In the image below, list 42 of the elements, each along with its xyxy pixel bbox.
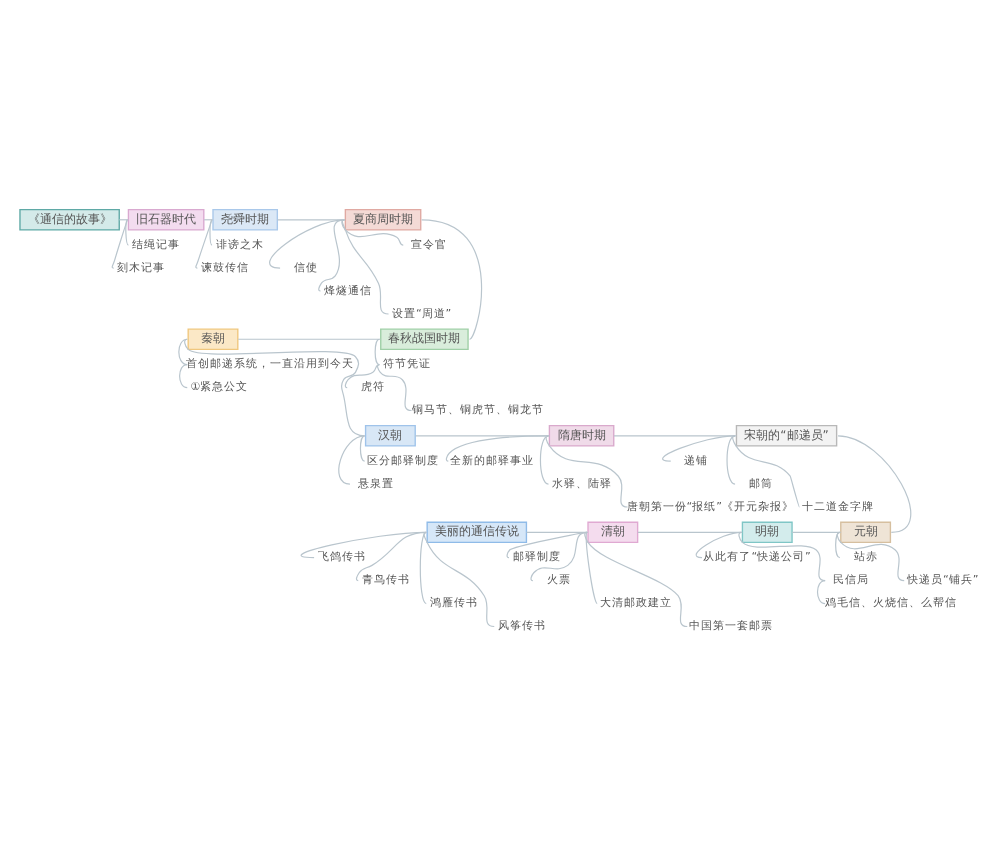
connector <box>376 363 413 412</box>
connector <box>237 338 381 340</box>
connector <box>195 219 213 269</box>
connector <box>374 338 380 366</box>
connector <box>203 219 214 221</box>
connector <box>662 435 736 462</box>
connector <box>835 531 841 559</box>
connector <box>613 435 737 437</box>
connector <box>318 219 346 292</box>
connector <box>359 435 366 462</box>
connector <box>125 219 130 246</box>
connector <box>355 531 427 582</box>
connector <box>414 435 550 437</box>
connector <box>585 531 598 605</box>
connector <box>445 435 550 462</box>
connector <box>726 435 736 485</box>
connector <box>269 219 346 269</box>
connector <box>545 435 629 508</box>
connector <box>419 531 427 605</box>
connector <box>209 219 213 246</box>
connector <box>338 435 366 485</box>
connector <box>421 219 482 340</box>
connector <box>344 363 380 389</box>
connector <box>584 531 688 628</box>
connector <box>184 338 366 437</box>
connector <box>836 531 905 582</box>
connector <box>530 531 588 582</box>
connector <box>525 531 589 533</box>
connector <box>732 435 800 508</box>
connector <box>837 435 912 533</box>
connector <box>341 219 404 246</box>
connector <box>637 531 743 533</box>
connector <box>179 363 188 389</box>
connector <box>178 338 188 366</box>
connector <box>791 531 842 533</box>
connector <box>738 531 826 582</box>
connector <box>506 531 588 559</box>
connector <box>341 219 390 315</box>
connector <box>539 435 550 485</box>
connector <box>423 531 495 628</box>
connector <box>816 579 826 605</box>
connector <box>276 219 346 221</box>
